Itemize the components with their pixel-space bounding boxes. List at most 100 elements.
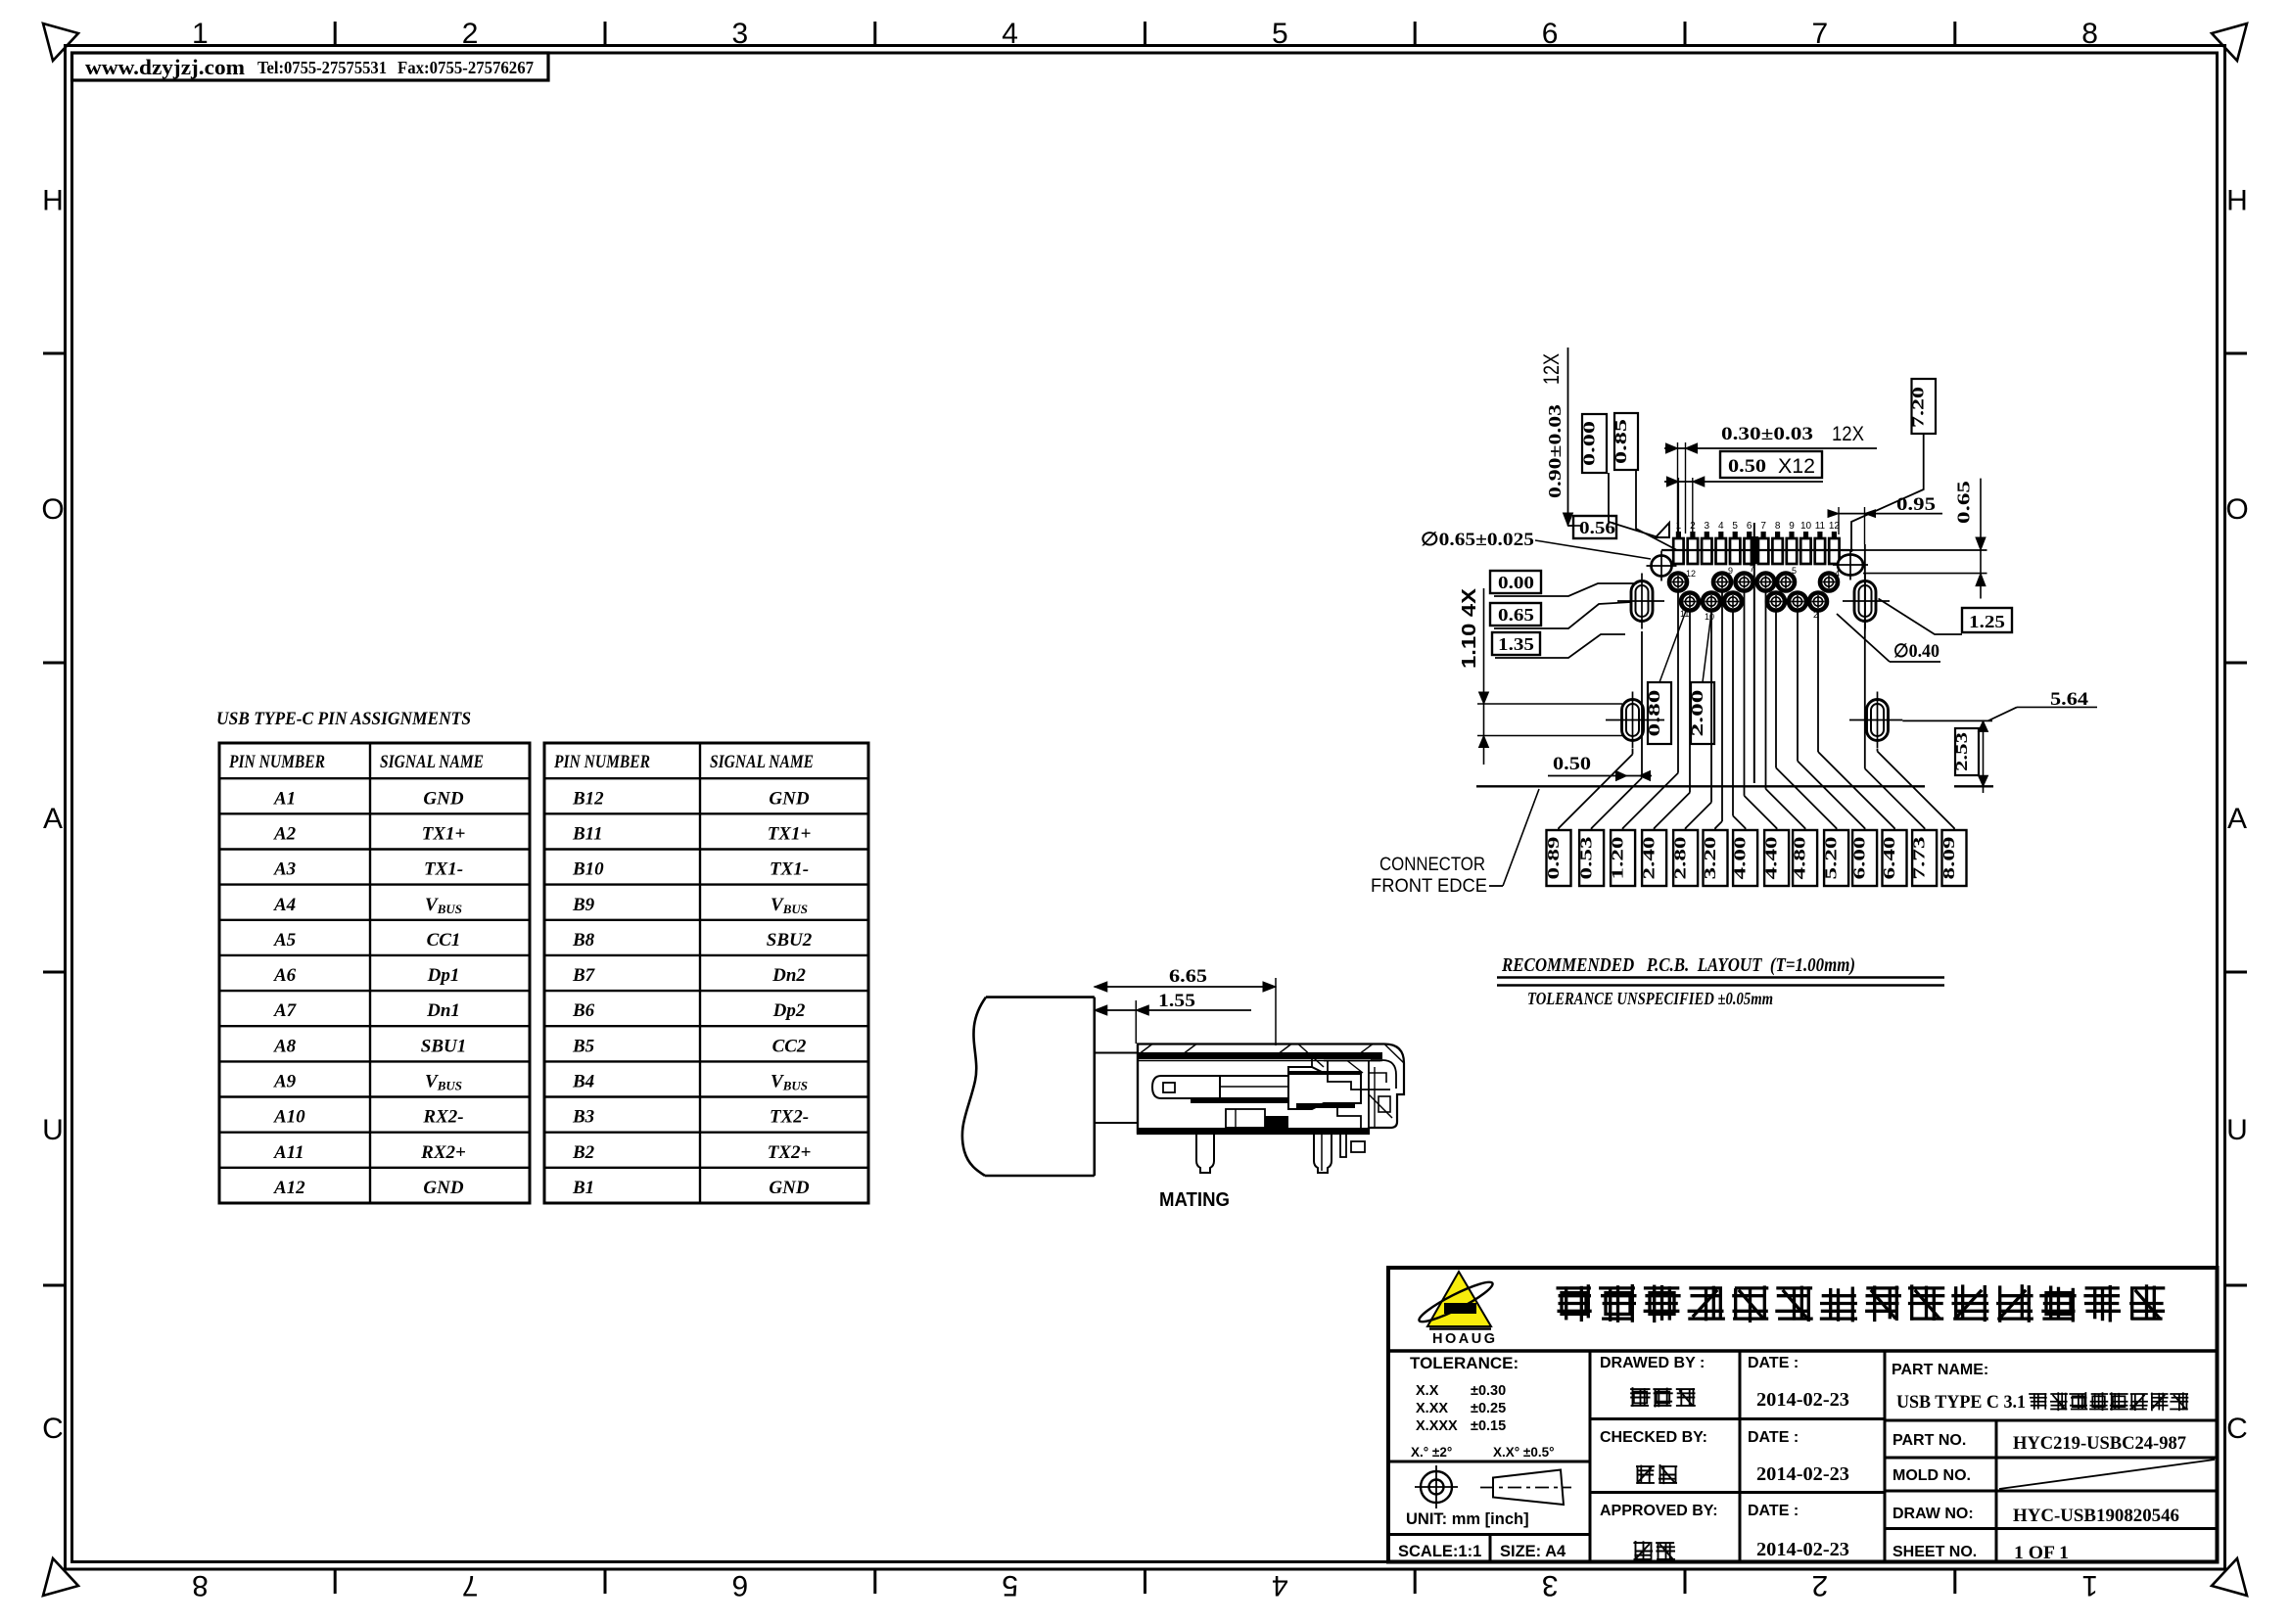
svg-text:A: A <box>2227 803 2247 835</box>
svg-text:0.65: 0.65 <box>1954 481 1974 524</box>
svg-text:7.20: 7.20 <box>1909 387 1928 428</box>
svg-text:0.65: 0.65 <box>1498 605 1534 625</box>
svg-text:SCALE:1:1: SCALE:1:1 <box>1398 1543 1481 1560</box>
svg-text:SBU1: SBU1 <box>421 1036 466 1056</box>
svg-text:A12: A12 <box>273 1178 305 1198</box>
svg-text:7.73: 7.73 <box>1910 837 1929 880</box>
svg-text:4: 4 <box>1272 1569 1288 1601</box>
svg-text:∅0.65±0.025: ∅0.65±0.025 <box>1421 530 1534 550</box>
svg-text:7: 7 <box>1750 564 1754 574</box>
svg-text:X.° ±2°: X.° ±2° <box>1411 1445 1452 1460</box>
svg-text:6.65: 6.65 <box>1169 966 1207 987</box>
svg-text:SBU2: SBU2 <box>767 930 813 951</box>
svg-text:±0.15: ±0.15 <box>1471 1418 1506 1434</box>
svg-text:Fax:0755-27576267: Fax:0755-27576267 <box>397 58 534 77</box>
svg-text:DATE :: DATE : <box>1748 1429 1799 1446</box>
svg-text:TX1+: TX1+ <box>768 824 812 845</box>
svg-text:2014-02-23: 2014-02-23 <box>1756 1540 1849 1560</box>
svg-text:3: 3 <box>1542 1569 1559 1601</box>
svg-text:SIGNAL NAME: SIGNAL NAME <box>380 752 484 772</box>
svg-text:12: 12 <box>1686 569 1696 579</box>
svg-text:4.80: 4.80 <box>1791 837 1809 880</box>
svg-text:B7: B7 <box>572 965 596 986</box>
svg-text:0.50: 0.50 <box>1728 456 1766 477</box>
svg-text:RECOMMENDED P.C.B. LAYOUT: RECOMMENDED P.C.B. LAYOUT (T=1.00mm) <box>1501 954 1855 976</box>
svg-text:4: 4 <box>1002 18 1018 50</box>
svg-text:A1: A1 <box>273 788 296 809</box>
svg-text:5.64: 5.64 <box>2050 689 2089 710</box>
svg-text:USB TYPE C 3.1: USB TYPE C 3.1 <box>1896 1393 2026 1413</box>
svg-text:0.85: 0.85 <box>1612 419 1630 464</box>
svg-text:O: O <box>41 493 64 526</box>
svg-text:A6: A6 <box>273 965 297 986</box>
svg-text:7: 7 <box>1812 18 1829 50</box>
svg-text:8: 8 <box>2081 18 2098 50</box>
svg-text:Dn2: Dn2 <box>771 965 806 986</box>
svg-text:0.89: 0.89 <box>1544 837 1563 880</box>
svg-text:±0.25: ±0.25 <box>1471 1401 1506 1416</box>
svg-text:B9: B9 <box>572 895 595 915</box>
svg-text:UNIT: mm [inch]: UNIT: mm [inch] <box>1406 1510 1529 1528</box>
svg-text:B2: B2 <box>572 1142 595 1163</box>
svg-text:Dn1: Dn1 <box>426 1000 460 1021</box>
svg-text:A9: A9 <box>273 1072 297 1092</box>
svg-text:4: 4 <box>1718 521 1724 532</box>
svg-text:TX2-: TX2- <box>770 1107 809 1128</box>
svg-text:1 OF 1: 1 OF 1 <box>2014 1543 2069 1563</box>
svg-text:DATE :: DATE : <box>1748 1355 1799 1371</box>
svg-text:8.09: 8.09 <box>1939 837 1958 880</box>
svg-text:CHECKED BY:: CHECKED BY: <box>1600 1429 1707 1446</box>
svg-text:A4: A4 <box>273 895 296 915</box>
svg-text:X.X° ±0.5°: X.X° ±0.5° <box>1493 1445 1554 1460</box>
svg-text:9: 9 <box>1789 521 1795 532</box>
svg-text:2: 2 <box>462 18 479 50</box>
svg-text:RX2-: RX2- <box>422 1107 463 1128</box>
svg-text:CONNECTOR: CONNECTOR <box>1379 855 1485 875</box>
svg-text:1: 1 <box>2081 1569 2098 1601</box>
svg-text:1.35: 1.35 <box>1498 634 1534 654</box>
svg-text:H: H <box>2226 185 2248 217</box>
svg-text:1.10 4X: 1.10 4X <box>1459 587 1480 669</box>
svg-text:PART NO.: PART NO. <box>1893 1432 1966 1449</box>
svg-text:www.dzyjzj.com: www.dzyjzj.com <box>85 55 245 79</box>
svg-text:0.00: 0.00 <box>1498 573 1534 592</box>
svg-text:5: 5 <box>1002 1569 1018 1601</box>
svg-text:12X: 12X <box>1832 423 1864 445</box>
svg-text:A10: A10 <box>273 1107 305 1128</box>
svg-text:1.20: 1.20 <box>1609 837 1627 880</box>
svg-text:6: 6 <box>732 1569 749 1601</box>
svg-text:0.53: 0.53 <box>1577 837 1596 880</box>
svg-text:1.25: 1.25 <box>1969 612 2005 631</box>
svg-text:GND: GND <box>769 788 809 809</box>
svg-text:B10: B10 <box>572 859 604 880</box>
svg-text:C: C <box>2226 1413 2248 1445</box>
svg-text:7: 7 <box>1760 521 1766 532</box>
svg-text:APPROVED BY:: APPROVED BY: <box>1600 1503 1718 1519</box>
svg-text:B4: B4 <box>572 1072 594 1092</box>
svg-text:4.40: 4.40 <box>1762 837 1781 880</box>
svg-text:5: 5 <box>1792 566 1797 576</box>
svg-text:A3: A3 <box>273 859 296 880</box>
svg-text:A8: A8 <box>273 1036 297 1056</box>
svg-text:C: C <box>42 1413 64 1445</box>
svg-text:DATE :: DATE : <box>1748 1503 1799 1519</box>
svg-text:GND: GND <box>423 1178 463 1198</box>
svg-text:X.XX: X.XX <box>1416 1401 1448 1416</box>
svg-text:∅0.40: ∅0.40 <box>1893 641 1939 662</box>
svg-text:CC2: CC2 <box>772 1036 807 1056</box>
svg-text:2.40: 2.40 <box>1640 837 1659 880</box>
svg-text:SHEET NO.: SHEET NO. <box>1893 1544 1977 1560</box>
svg-text:A7: A7 <box>273 1000 298 1021</box>
svg-text:TX1+: TX1+ <box>422 824 466 845</box>
svg-text:HOAUG: HOAUG <box>1432 1331 1497 1347</box>
svg-text:4.00: 4.00 <box>1731 837 1750 880</box>
svg-text:5: 5 <box>1732 521 1738 532</box>
svg-text:U: U <box>2226 1114 2248 1146</box>
svg-text:X.X: X.X <box>1416 1383 1439 1399</box>
svg-text:10: 10 <box>1705 612 1714 622</box>
svg-text:2014-02-23: 2014-02-23 <box>1756 1390 1849 1411</box>
svg-text:10: 10 <box>1800 521 1812 532</box>
svg-text:H: H <box>42 185 64 217</box>
svg-text:A11: A11 <box>273 1142 304 1163</box>
svg-text:Dp2: Dp2 <box>772 1000 806 1021</box>
